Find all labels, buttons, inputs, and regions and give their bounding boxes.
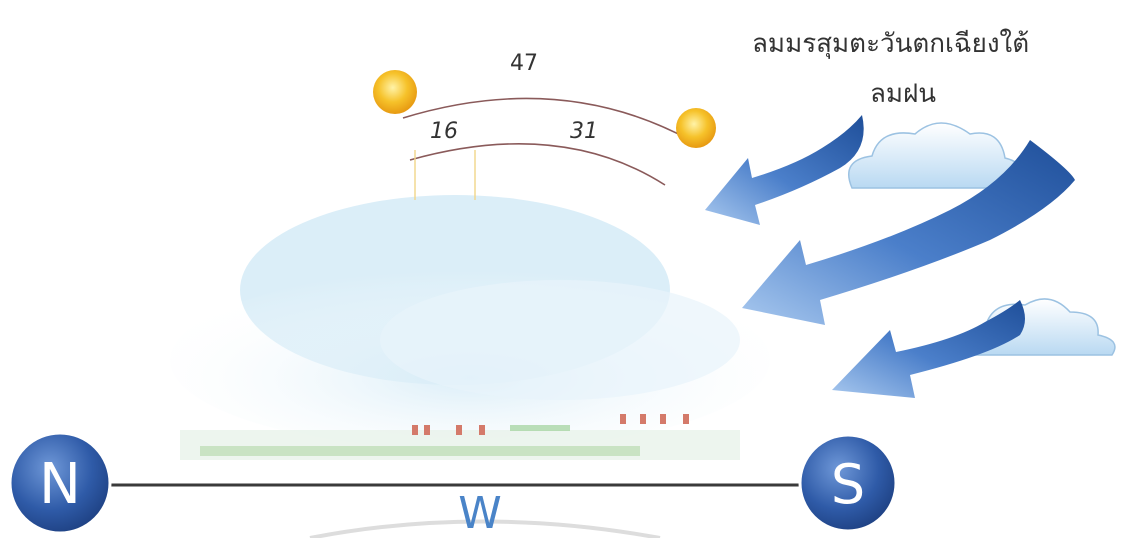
north-marker: N — [8, 431, 112, 535]
angle-right-label: 31 — [570, 119, 598, 144]
sun-icon — [373, 70, 417, 114]
ground-strip — [180, 414, 740, 460]
wind-arrow-icon — [832, 300, 1025, 398]
angle-left-label: 16 — [430, 119, 458, 144]
outer-arc — [402, 97, 691, 141]
angle-total-label: 47 — [510, 51, 538, 76]
wind-title: ลมมรสุมตะวันตกเฉียงใต้ — [752, 29, 1029, 59]
cloud-icon — [848, 122, 1025, 189]
inner-arc — [409, 143, 666, 186]
vertical-guides — [414, 150, 476, 200]
north-letter: N — [39, 452, 81, 517]
bottom-arc — [309, 519, 661, 538]
south-marker: S — [798, 433, 898, 533]
wind-arrow-icon — [705, 115, 864, 225]
house-icons — [412, 414, 689, 435]
south-letter: S — [831, 453, 865, 516]
angle-arcs — [402, 97, 691, 186]
wind-subtitle: ลมฝน — [870, 79, 936, 109]
sun-icon — [676, 108, 716, 148]
west-letter: W — [458, 488, 502, 538]
wind-arrow-icon — [742, 140, 1075, 325]
sky-haze — [170, 195, 770, 450]
